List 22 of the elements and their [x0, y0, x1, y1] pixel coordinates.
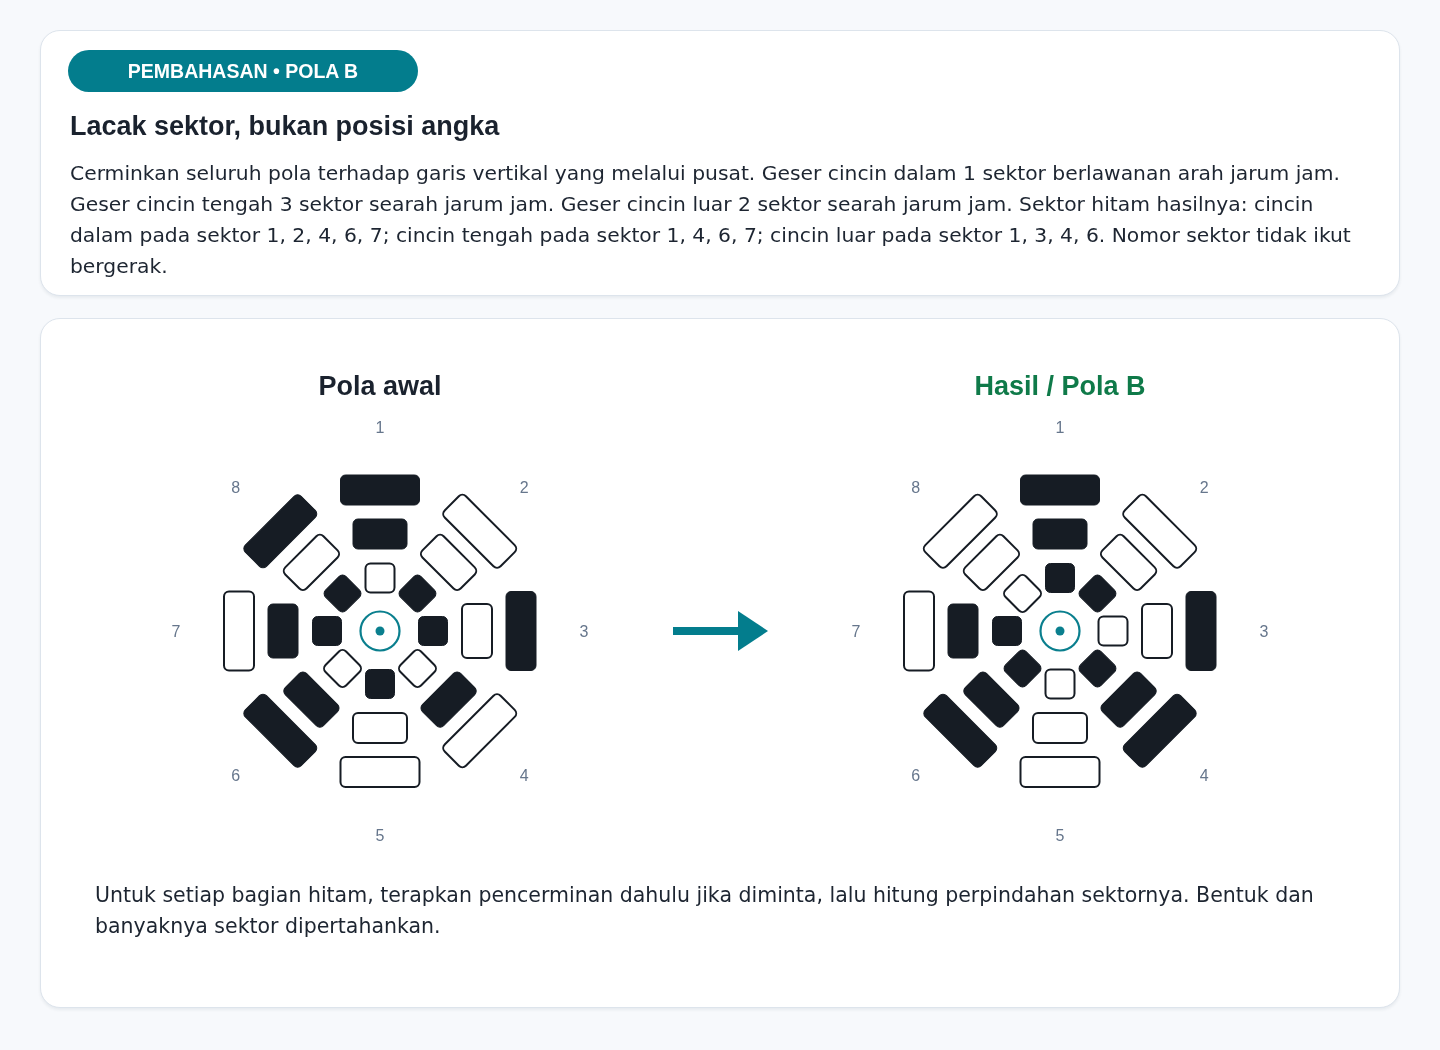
- sector-number: 5: [375, 827, 385, 845]
- sector-number: 6: [911, 767, 921, 786]
- sector-number: 8: [231, 478, 241, 497]
- sector-number: 8: [911, 478, 921, 497]
- sector-number: 4: [519, 767, 529, 786]
- sector-number: 6: [231, 767, 241, 786]
- sector-number: 2: [519, 478, 529, 497]
- sector-number: 2: [1199, 478, 1209, 497]
- sector-number: 3: [579, 623, 589, 641]
- sector-number: 3: [1259, 623, 1269, 641]
- sector-number: 1: [1055, 419, 1065, 437]
- panel-title: Pola awal: [318, 371, 442, 402]
- sector-number: 1: [375, 419, 385, 437]
- heading: Lacak sektor, bukan posisi angka: [70, 111, 500, 142]
- caption-text: Untuk setiap bagian hitam, terapkan pencerminan dahulu jika diminta, lalu hitung perpindahan sektornya. Bentuk dan banyaknya sektor dipertahankan.: [95, 882, 1315, 940]
- panel-title: Hasil / Pola B: [974, 371, 1146, 402]
- sector-number: 4: [1199, 767, 1209, 786]
- sector-number: 5: [1055, 827, 1065, 845]
- explanation-paragraph: Cerminkan seluruh pola terhadap garis vertikal yang melalui pusat. Geser cincin dalam 1 sektor berlawanan arah jarum jam. Geser cincin tengah 3 sektor searah jarum jam. Geser cincin luar 2 sektor searah jarum jam. Sektor hitam hasilnya: cincin dalam pada sektor 1, 2, 4, 6, 7; cincin tengah pada sektor 1, 4, 6, 7; cincin luar pada sektor 1, 3, 4, 6. Nomor sektor tidak ikut bergerak.: [70, 160, 1352, 280]
- sector-number: 7: [851, 623, 861, 641]
- section-badge: PEMBAHASAN • POLA B: [68, 50, 418, 92]
- sector-number: 7: [171, 623, 181, 641]
